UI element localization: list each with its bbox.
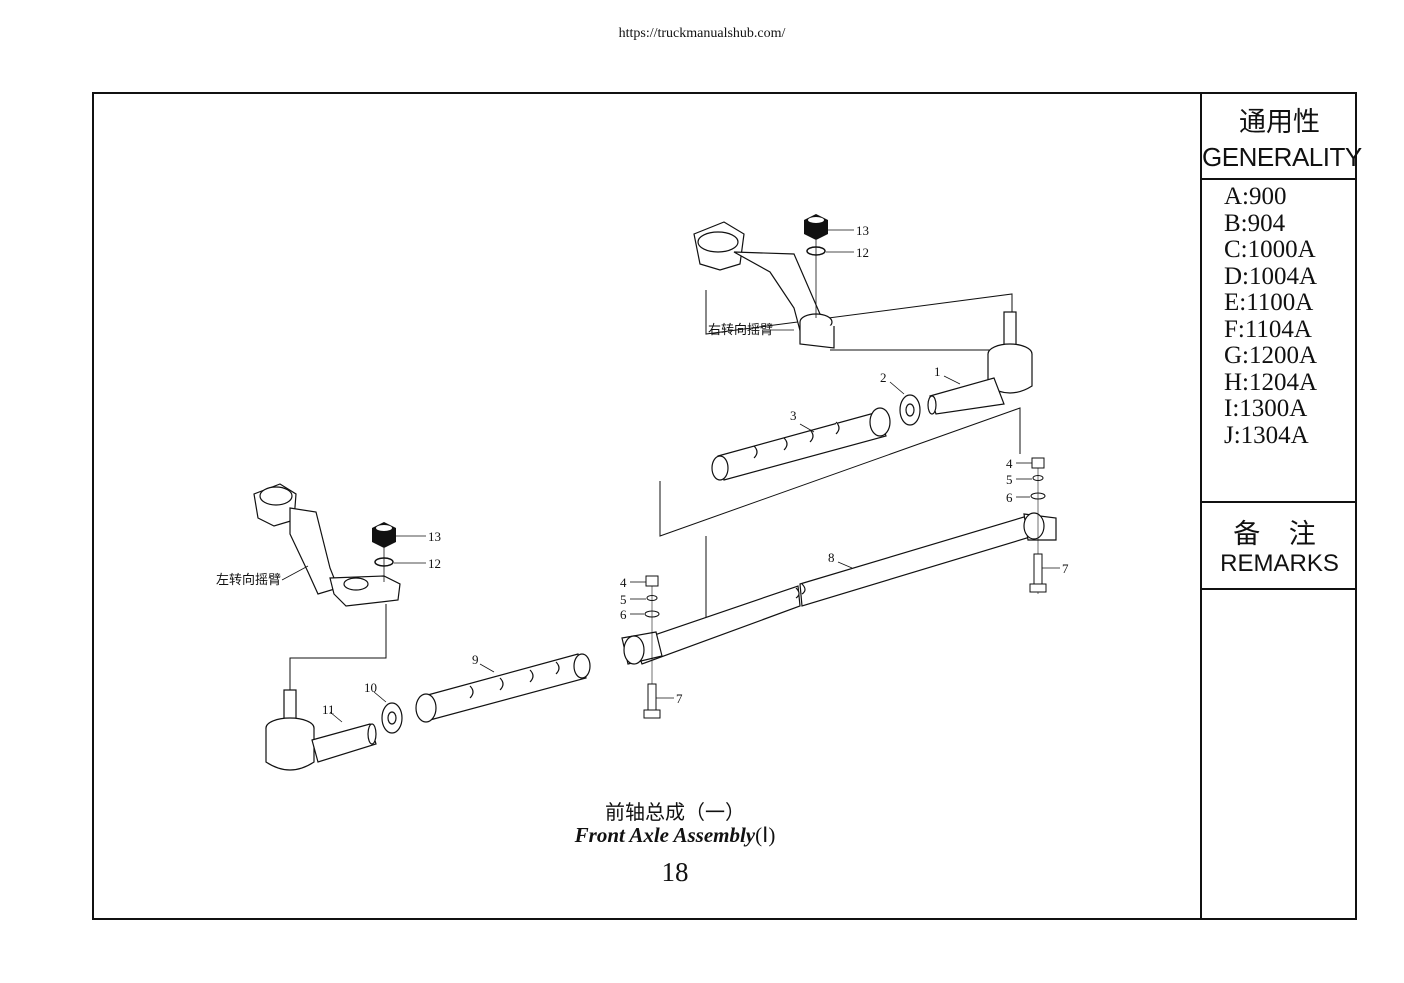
- sleeve-9: [415, 653, 591, 723]
- callout-6-right: 6: [1006, 490, 1013, 505]
- nut-13-left: [372, 522, 396, 582]
- remarks-heading-cn: 备 注: [1233, 519, 1326, 550]
- sleeve-3: [711, 407, 891, 481]
- model-item: G:1200A: [1224, 342, 1318, 369]
- callout-12-left: 12: [428, 556, 441, 571]
- left-arm-label: 左转向摇臂: [216, 572, 281, 588]
- title-block-sidebar: 通用性 GENERALITY A:900 B:904 C:1000A D:100…: [1200, 92, 1362, 920]
- divider: [1202, 178, 1357, 180]
- callout-13-right: 13: [856, 223, 869, 238]
- lock-nut-10: [381, 702, 403, 734]
- callout-13-left: 13: [428, 529, 441, 544]
- left-steering-arm: [253, 483, 401, 607]
- group-outline-right: [705, 290, 1013, 351]
- remarks-heading-en: REMARKS: [1220, 550, 1339, 577]
- generality-heading-cn: 通用性: [1239, 107, 1320, 138]
- caption-title-en: Front Axle Assembly(Ⅰ): [520, 823, 830, 848]
- divider: [1202, 501, 1357, 503]
- model-item: J:1304A: [1224, 421, 1309, 449]
- page-number: 18: [661, 857, 689, 887]
- model-item: B:904: [1224, 209, 1286, 237]
- callout-7-left: 7: [676, 691, 683, 706]
- clamp-hardware-right: [1029, 457, 1047, 594]
- callout-6-left: 6: [620, 607, 627, 622]
- divider: [1202, 588, 1357, 590]
- tie-rod-8: [621, 512, 1057, 665]
- model-item: A:900: [1224, 183, 1287, 210]
- model-item: I:1300A: [1224, 395, 1308, 422]
- callout-2: 2: [880, 370, 887, 385]
- callout-4-right: 4: [1006, 456, 1013, 471]
- callout-11: 11: [322, 702, 335, 717]
- callout-5-right: 5: [1006, 472, 1013, 487]
- callout-3: 3: [790, 408, 797, 423]
- callout-1: 1: [934, 364, 941, 379]
- right-arm-label: 右转向摇臂: [708, 322, 773, 338]
- lock-nut-2: [899, 394, 921, 426]
- model-list: A:900 B:904 C:1000A D:1004A E:1100A F:11…: [1224, 183, 1318, 449]
- model-item: H:1204A: [1224, 368, 1318, 396]
- exploded-parts-diagram: 右转向摇臂 13 12 1 2 3: [216, 214, 1069, 771]
- clamp-hardware-left: [643, 575, 661, 719]
- right-steering-arm: [693, 221, 835, 349]
- callout-8: 8: [828, 550, 835, 565]
- generality-heading-en: GENERALITY: [1202, 142, 1362, 172]
- callout-7-right: 7: [1062, 561, 1069, 576]
- model-item: F:1104A: [1224, 315, 1312, 343]
- drawing-frame: [92, 92, 1357, 920]
- model-item: D:1004A: [1224, 262, 1318, 290]
- callout-12-right: 12: [856, 245, 869, 260]
- callout-9: 9: [472, 652, 479, 667]
- source-url[interactable]: https://truckmanualshub.com/: [618, 26, 786, 41]
- nut-13-right: [804, 214, 828, 318]
- caption-title-cn: 前轴总成（一）: [605, 800, 745, 824]
- tie-rod-end-left: [265, 689, 377, 771]
- model-item: E:1100A: [1224, 289, 1314, 316]
- callout-4-left: 4: [620, 575, 627, 590]
- tie-rod-end-right: [927, 311, 1033, 415]
- group-outline-left: [289, 604, 387, 694]
- caption-title-en-main: Front Axle Assembly: [574, 823, 756, 847]
- group-outline-middle: [659, 407, 1021, 537]
- callout-5-left: 5: [620, 592, 627, 607]
- caption-title-en-suffix: (Ⅰ): [755, 823, 776, 847]
- model-item: C:1000A: [1224, 236, 1316, 263]
- callout-10: 10: [364, 680, 377, 695]
